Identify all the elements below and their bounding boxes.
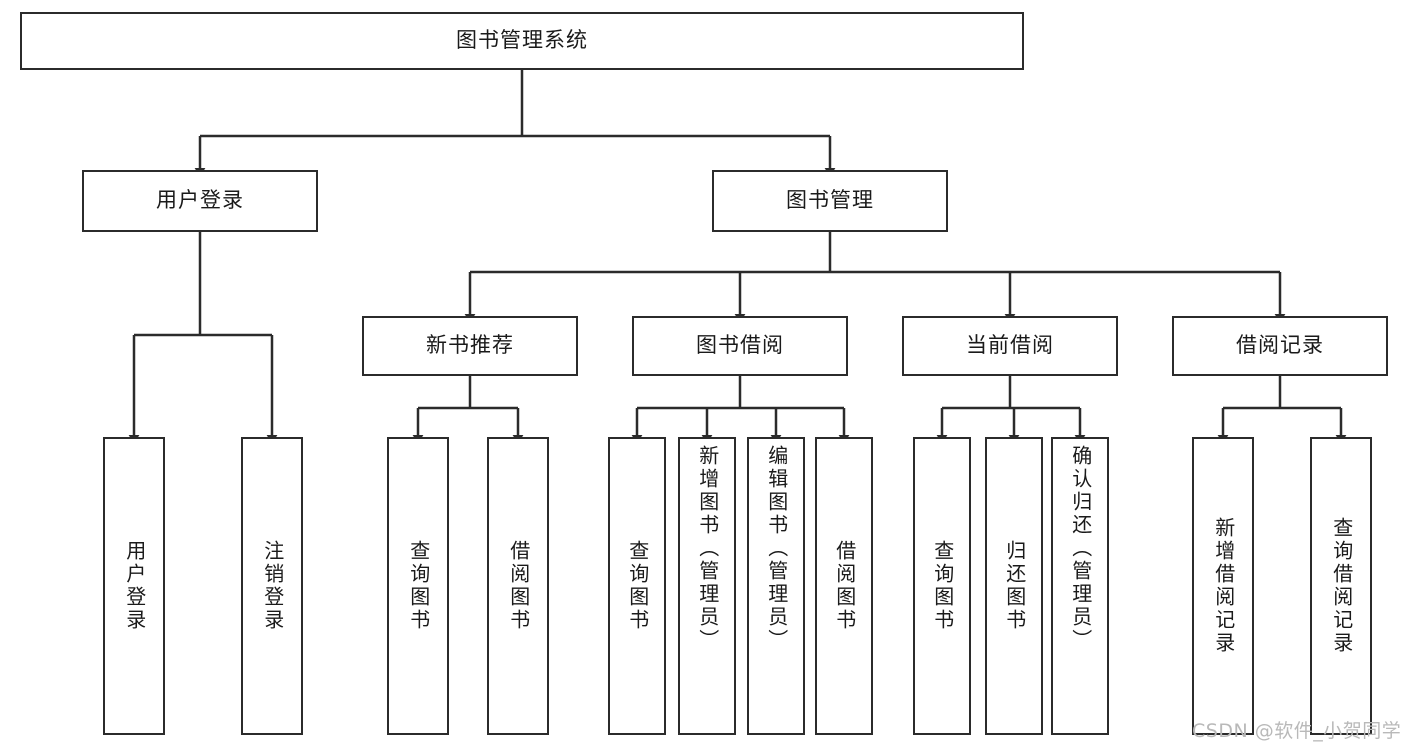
node-level3-0: 新书推荐 (362, 316, 578, 376)
node-label: 查询图书 (930, 540, 955, 632)
node-leaf-5: 新增图书（管理员） (678, 437, 736, 735)
csdn-watermark: CSDN @软件_小贺同学 (1192, 720, 1402, 742)
node-label: 确认归还（管理员） (1068, 445, 1093, 652)
node-label: 图书管理 (786, 188, 874, 213)
node-leaf-8: 查询图书 (913, 437, 971, 735)
node-label: 查询借阅记录 (1329, 517, 1354, 655)
node-leaf-7: 借阅图书 (815, 437, 873, 735)
node-label: 借阅图书 (832, 540, 857, 632)
node-label: 图书管理系统 (456, 28, 588, 53)
node-label: 新增图书（管理员） (695, 445, 720, 652)
node-leaf-9: 归还图书 (985, 437, 1043, 735)
node-leaf-6: 编辑图书（管理员） (747, 437, 805, 735)
node-label: 用户登录 (156, 188, 244, 213)
node-leaf-11: 新增借阅记录 (1192, 437, 1254, 735)
node-level2-0: 用户登录 (82, 170, 318, 232)
node-leaf-4: 查询图书 (608, 437, 666, 735)
node-label: 查询图书 (625, 540, 650, 632)
node-label: 新书推荐 (426, 333, 514, 358)
node-level2-1: 图书管理 (712, 170, 948, 232)
node-level3-1: 图书借阅 (632, 316, 848, 376)
node-leaf-1: 注销登录 (241, 437, 303, 735)
node-root: 图书管理系统 (20, 12, 1024, 70)
node-label: 新增借阅记录 (1211, 517, 1236, 655)
node-label: 当前借阅 (966, 333, 1054, 358)
node-level3-3: 借阅记录 (1172, 316, 1388, 376)
node-label: 借阅图书 (506, 540, 531, 632)
node-label: 用户登录 (122, 540, 147, 632)
node-leaf-2: 查询图书 (387, 437, 449, 735)
node-label: 归还图书 (1002, 540, 1027, 632)
node-level3-2: 当前借阅 (902, 316, 1118, 376)
node-leaf-12: 查询借阅记录 (1310, 437, 1372, 735)
node-leaf-3: 借阅图书 (487, 437, 549, 735)
node-leaf-0: 用户登录 (103, 437, 165, 735)
node-label: 注销登录 (260, 540, 285, 632)
node-label: 借阅记录 (1236, 333, 1324, 358)
node-leaf-10: 确认归还（管理员） (1051, 437, 1109, 735)
node-label: 图书借阅 (696, 333, 784, 358)
node-label: 编辑图书（管理员） (764, 445, 789, 652)
node-label: 查询图书 (406, 540, 431, 632)
